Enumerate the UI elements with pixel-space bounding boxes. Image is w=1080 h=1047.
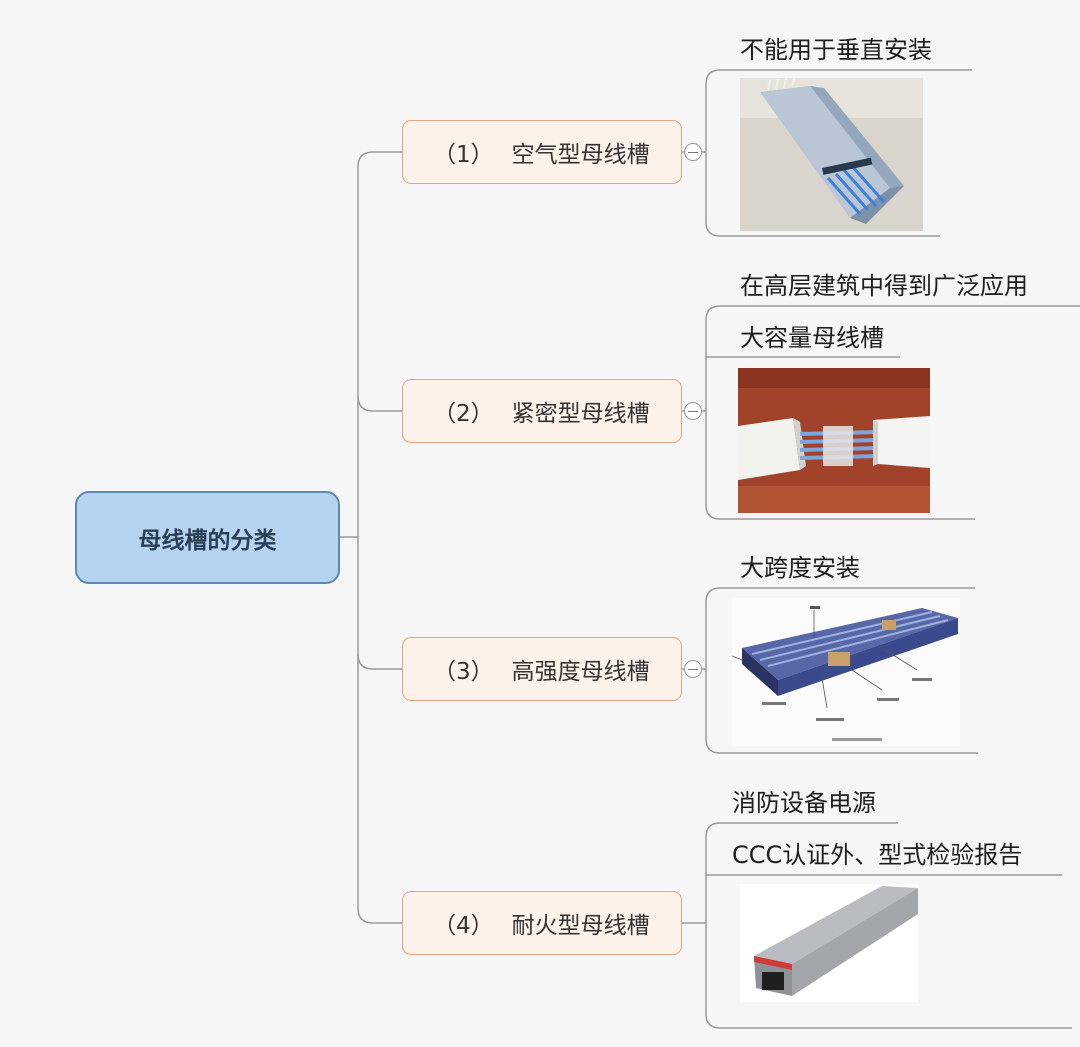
note-group-4-bracket-bottom — [682, 922, 1072, 1029]
note-label: CCC认证外、型式检验报告 — [732, 841, 1023, 869]
branch-node-1[interactable]: （1） 空气型母线槽 — [402, 120, 682, 184]
root-label: 母线槽的分类 — [138, 527, 277, 554]
branch-number: （4） — [433, 913, 494, 939]
root-node[interactable]: 母线槽的分类 — [75, 491, 340, 584]
note-label: 在高层建筑中得到广泛应用 — [740, 272, 1028, 300]
busway-photo-4 — [740, 884, 918, 1002]
collapse-toggle-icon[interactable] — [684, 402, 702, 420]
branch-number: （1） — [433, 142, 494, 168]
busway-photo-3 — [732, 598, 960, 746]
note-label: 大跨度安装 — [740, 554, 860, 582]
note-label: 消防设备电源 — [732, 789, 876, 817]
branch-number: （3） — [433, 659, 494, 685]
busway-photo-2 — [738, 368, 930, 513]
branch-node-2[interactable]: （2） 紧密型母线槽 — [402, 379, 682, 443]
branch-label: 耐火型母线槽 — [511, 913, 650, 939]
branch-label: 空气型母线槽 — [511, 142, 650, 168]
branch-2-connector — [357, 395, 402, 412]
branch-node-3[interactable]: （3） 高强度母线槽 — [402, 637, 682, 701]
collapse-toggle-icon[interactable] — [684, 660, 702, 678]
branch-label: 紧密型母线槽 — [511, 401, 650, 427]
note-group-1-bracket — [705, 69, 972, 237]
note-group-2-bracket — [705, 305, 1080, 520]
busway-photo-1 — [740, 78, 923, 231]
branch-node-4[interactable]: （4） 耐火型母线槽 — [402, 891, 682, 955]
note-group-4-bracket-top — [705, 822, 898, 923]
trunk-line — [357, 151, 402, 924]
branch-label: 高强度母线槽 — [511, 659, 650, 685]
branch-number: （2） — [433, 401, 494, 427]
collapse-toggle-icon[interactable] — [684, 143, 702, 161]
note-label: 不能用于垂直安装 — [740, 36, 932, 64]
note-group-3-bracket — [705, 587, 978, 754]
note-label: 大容量母线槽 — [740, 324, 884, 352]
branch-3-connector — [357, 653, 402, 670]
